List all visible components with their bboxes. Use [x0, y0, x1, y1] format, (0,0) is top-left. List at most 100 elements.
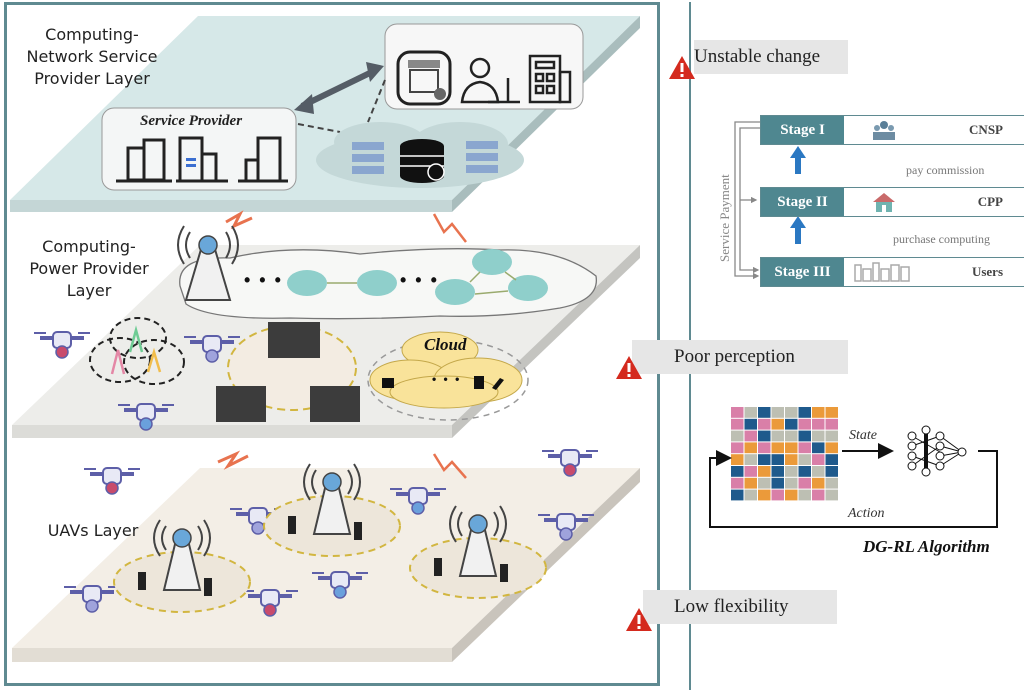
- matrix-cell: [771, 477, 784, 489]
- matrix-cell: [798, 418, 811, 430]
- matrix-cell: [825, 407, 838, 418]
- service-payment-bracket: [734, 121, 760, 280]
- cnsp-layer-label: Computing- Network Service Provider Laye…: [22, 24, 162, 90]
- label-line: UAVs Layer: [47, 521, 139, 540]
- drone-icon: [118, 403, 174, 431]
- database-icon: [400, 139, 445, 183]
- network-ellipsis: • • •: [244, 270, 283, 290]
- matrix-cell: [785, 454, 798, 465]
- service-payment-label: Service Payment: [717, 174, 732, 262]
- matrix-cell: [771, 430, 784, 442]
- matrix-cell: [785, 489, 798, 501]
- matrix-cell: [758, 466, 771, 477]
- matrix-cell: [771, 407, 784, 418]
- label-line: Layer: [66, 281, 112, 300]
- drone-icon: [184, 335, 240, 363]
- base-station-cluster: [89, 317, 185, 385]
- matrix-cell: [744, 454, 757, 465]
- cpp-layer-label: Computing- Power Provider Layer: [24, 236, 154, 302]
- matrix-cell: [731, 418, 744, 430]
- challenge-unstable-change: Unstable change: [694, 40, 848, 74]
- people-group-icon: [873, 121, 895, 140]
- action-label: Action: [848, 506, 885, 521]
- service-provider-title: Service Provider: [140, 113, 243, 129]
- matrix-cell: [825, 418, 838, 430]
- server-stack-icon: [216, 322, 360, 422]
- challenge-label: Low flexibility: [674, 596, 789, 617]
- router-icon: [287, 249, 548, 305]
- service-cloud: [369, 331, 523, 409]
- matrix-cell: [744, 418, 757, 430]
- drone-icon: [84, 467, 140, 495]
- matrix-cell: [771, 466, 784, 477]
- challenge-label: Poor perception: [674, 346, 795, 367]
- stage-row-cnsp: Stage I CNSP: [760, 115, 1024, 145]
- drone-icon: [64, 585, 120, 613]
- flow-label-purchase: purchase computing: [893, 232, 990, 246]
- matrix-cell: [731, 466, 744, 477]
- stage-tag: Stage I: [761, 116, 844, 144]
- matrix-cell: [825, 454, 838, 465]
- label-line: Network Service: [26, 47, 158, 66]
- matrix-cell: [731, 430, 744, 442]
- matrix-cell: [771, 418, 784, 430]
- matrix-cell: [798, 442, 811, 454]
- matrix-cell: [758, 407, 771, 418]
- matrix-cell: [731, 477, 744, 489]
- matrix-cell: [825, 489, 838, 501]
- drone-icon: [242, 589, 298, 617]
- matrix-cell: [825, 477, 838, 489]
- router-links: [327, 271, 517, 295]
- wireless-link-icon: [432, 453, 467, 479]
- wireless-link-icon: [432, 213, 467, 243]
- uav-cell: [113, 519, 251, 613]
- uav-cell: [409, 505, 547, 599]
- drone-icon: [34, 331, 90, 359]
- connection-line: [297, 123, 341, 133]
- cloud-ellipsis: • • •: [432, 372, 462, 386]
- matrix-cell: [785, 407, 798, 418]
- matrix-cell: [798, 466, 811, 477]
- warning-icon: [616, 356, 642, 379]
- server-rack-icon: [352, 141, 498, 174]
- matrix-cell: [744, 477, 757, 489]
- service-icons-box: [384, 23, 584, 110]
- neural-network-icon: [907, 425, 967, 477]
- stage-arrow: [790, 146, 806, 244]
- matrix-cell: [744, 489, 757, 501]
- warning-icon: [626, 608, 652, 631]
- matrix-cell: [731, 407, 744, 418]
- network-ellipsis: • • •: [400, 270, 439, 290]
- drone-icon: [390, 487, 446, 515]
- uav-cells: [113, 463, 547, 613]
- matrix-cell: [812, 489, 825, 501]
- house-icon: [873, 193, 895, 212]
- matrix-cell: [812, 418, 825, 430]
- warning-icon: [669, 56, 695, 79]
- stage-role: Users: [971, 264, 1003, 279]
- challenge-label: Unstable change: [694, 46, 821, 67]
- wireless-link-icon: [217, 450, 249, 470]
- matrix-cell: [744, 466, 757, 477]
- matrix-cell: [798, 454, 811, 465]
- stage-tag: Stage II: [761, 188, 844, 216]
- matrix-cell: [785, 418, 798, 430]
- matrix-cell: [812, 466, 825, 477]
- matrix-cell: [785, 430, 798, 442]
- uav-cell: [263, 463, 401, 557]
- matrix-cell: [731, 442, 744, 454]
- matrix-cell: [731, 454, 744, 465]
- matrix-cell: [812, 430, 825, 442]
- office-building-icon: [116, 138, 172, 183]
- matrix-cell: [758, 454, 771, 465]
- matrix-cell: [744, 430, 757, 442]
- matrix-cell: [798, 407, 811, 418]
- matrix-cell: [812, 442, 825, 454]
- flow-label-commission: pay commission: [906, 163, 985, 177]
- drone-group: [34, 331, 598, 617]
- matrix-cell: [731, 489, 744, 501]
- tower-building-icon: [238, 136, 288, 183]
- cloud-tools-icons: [382, 376, 504, 390]
- matrix-cell: [758, 477, 771, 489]
